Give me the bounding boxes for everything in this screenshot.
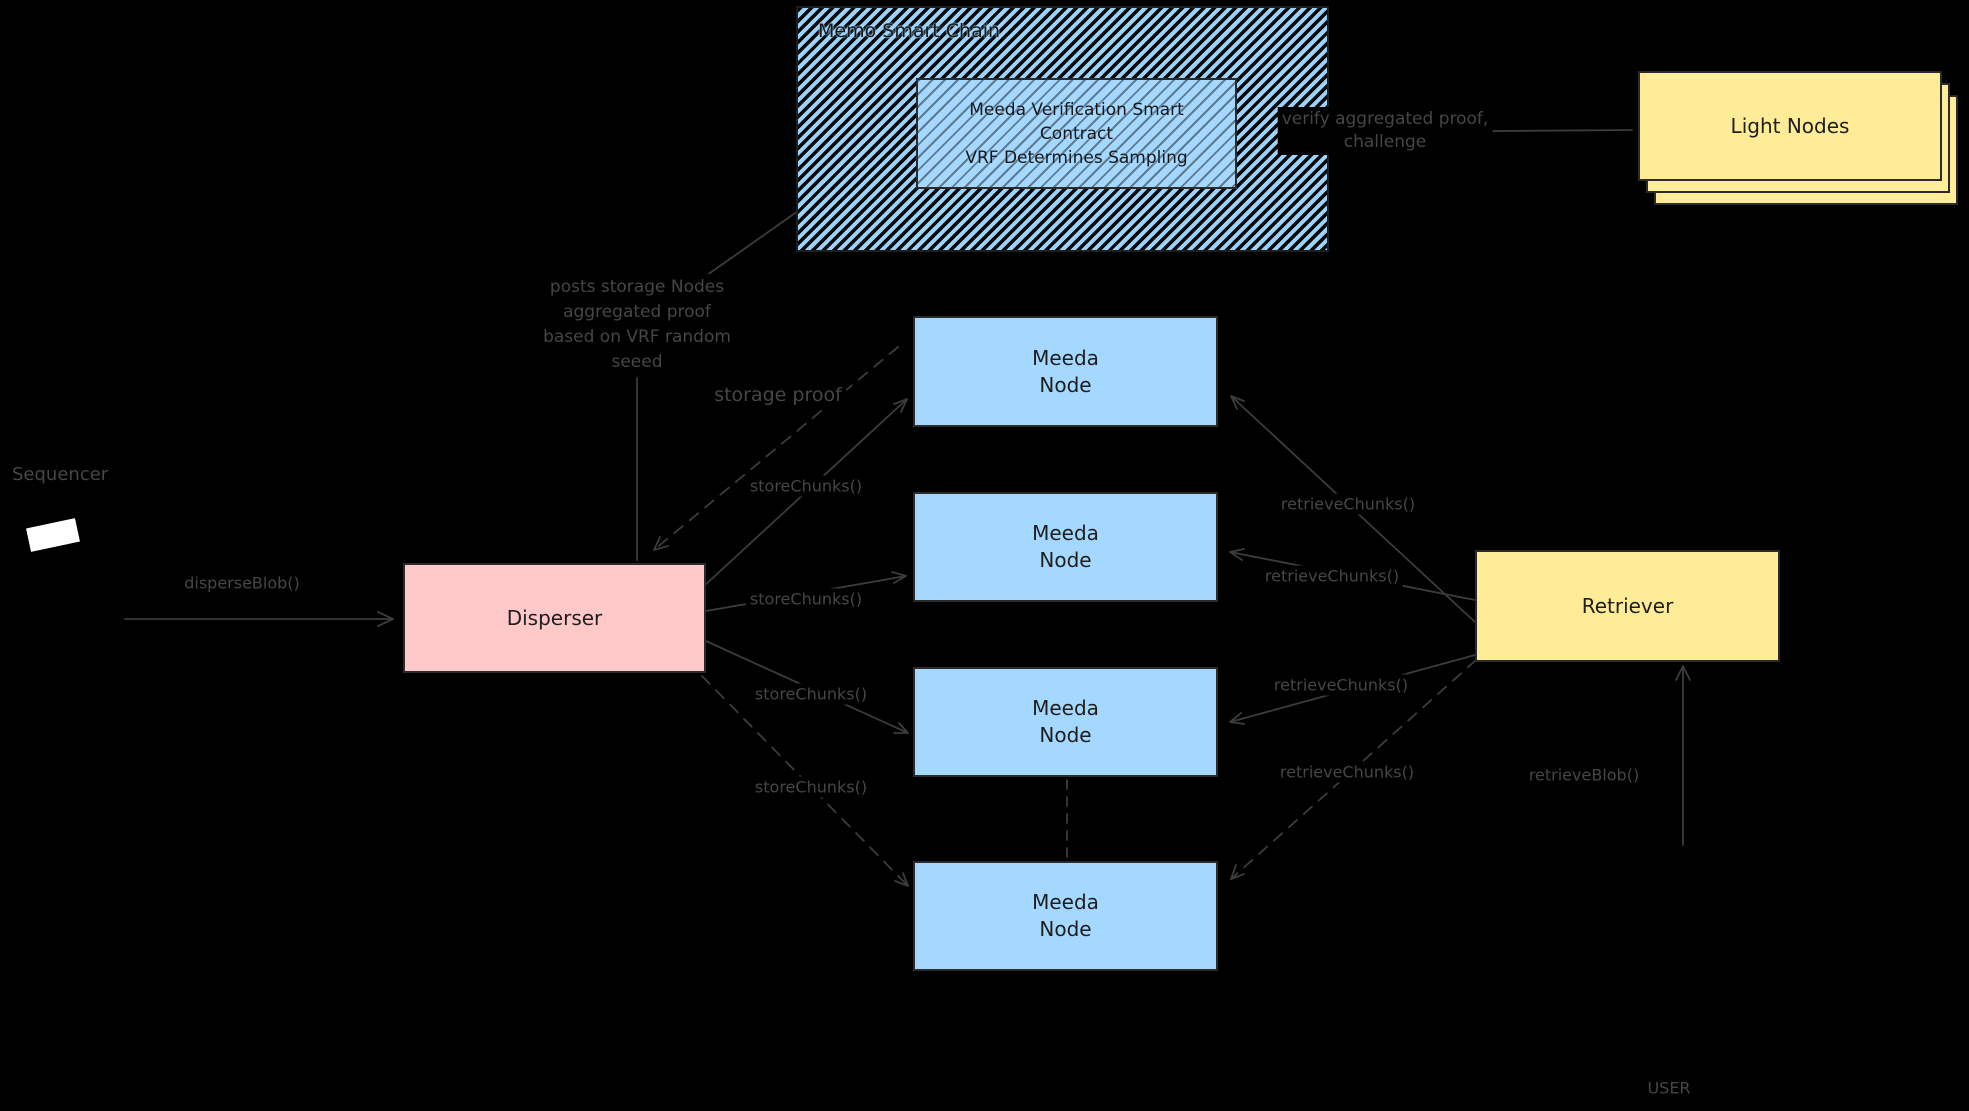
chain-title: Memo Smart Chain bbox=[818, 20, 1001, 42]
arrow-storage-proof-dashed bbox=[653, 346, 899, 551]
edge-label-store-chunks-4: storeChunks() bbox=[750, 776, 872, 798]
arrow-retrieve-chunks-4-head bbox=[1230, 864, 1245, 880]
arrow-retrieve-blob bbox=[1675, 665, 1691, 846]
arrow-store-chunks-4-head bbox=[894, 872, 909, 887]
meeda-node-label: Meeda bbox=[1032, 521, 1099, 545]
edge-label-retrieve-chunks-2: retrieveChunks() bbox=[1260, 565, 1404, 587]
meeda-node-label: Node bbox=[1039, 723, 1092, 747]
meeda-node-label: Node bbox=[1039, 372, 1092, 397]
memo-smart-chain-box: Memo Smart Chain Meeda Verification Smar… bbox=[796, 6, 1329, 252]
meeda-node-box-1: Meeda Node bbox=[913, 316, 1218, 427]
edge-label-store-chunks-2: storeChunks() bbox=[745, 588, 867, 610]
blob-shape bbox=[26, 518, 80, 552]
edge-label-disperse-blob: disperseBlob() bbox=[180, 572, 304, 594]
light-nodes-label: Light Nodes bbox=[1730, 113, 1850, 138]
contract-line: VRF Determines Sampling bbox=[965, 147, 1188, 168]
contract-line: Meeda Verification Smart bbox=[969, 99, 1184, 120]
edge-label-verify-proof: verify aggregated proof, challenge bbox=[1277, 107, 1493, 155]
retriever-box: Retriever bbox=[1475, 550, 1780, 662]
meeda-node-box-2: Meeda Node bbox=[913, 492, 1218, 602]
meeda-node-label: Meeda bbox=[1032, 696, 1099, 720]
meeda-node-label: Meeda bbox=[1032, 890, 1099, 914]
edge-label-retrieve-chunks-3: retrieveChunks() bbox=[1269, 674, 1413, 696]
edge-label-retrieve-chunks-4: retrieveChunks() bbox=[1275, 761, 1419, 783]
edge-label-posts-proof: posts storage Nodes aggregated proof bas… bbox=[539, 274, 735, 376]
edge-label-store-chunks-3: storeChunks() bbox=[750, 683, 872, 705]
retriever-label: Retriever bbox=[1581, 593, 1674, 618]
edge-label-storage-proof: storage proof bbox=[710, 383, 846, 407]
contract-line: Contract bbox=[1039, 123, 1114, 144]
meeda-verification-contract-box: Meeda Verification Smart Contract VRF De… bbox=[916, 78, 1237, 189]
edge-label-retrieve-chunks-1: retrieveChunks() bbox=[1276, 493, 1420, 515]
edge-label-store-chunks-1: storeChunks() bbox=[745, 475, 867, 497]
posts-proof-line: seeed bbox=[611, 352, 663, 372]
meeda-node-box-4: Meeda Node bbox=[913, 861, 1218, 971]
sequencer-label: Sequencer bbox=[12, 464, 109, 485]
posts-proof-line: based on VRF random bbox=[543, 327, 731, 347]
arrow-storage-proof-head bbox=[653, 536, 669, 551]
posts-proof-line: aggregated proof bbox=[563, 302, 711, 322]
disperser-label: Disperser bbox=[506, 605, 603, 630]
verify-proof-line: challenge bbox=[1343, 132, 1427, 152]
disperser-box: Disperser bbox=[403, 563, 706, 673]
meeda-node-box-3: Meeda Node bbox=[913, 667, 1218, 777]
user-label: USER bbox=[1643, 1077, 1695, 1099]
verify-proof-line: verify aggregated proof, bbox=[1281, 109, 1489, 129]
meeda-node-label: Node bbox=[1039, 917, 1092, 941]
arrow-disperse-blob bbox=[124, 611, 394, 627]
edge-label-retrieve-blob: retrieveBlob() bbox=[1524, 764, 1644, 786]
posts-proof-line: posts storage Nodes bbox=[549, 277, 725, 297]
light-nodes-box: Light Nodes bbox=[1638, 71, 1942, 181]
meeda-node-label: Meeda bbox=[1032, 345, 1099, 370]
meeda-node-label: Node bbox=[1039, 548, 1092, 572]
